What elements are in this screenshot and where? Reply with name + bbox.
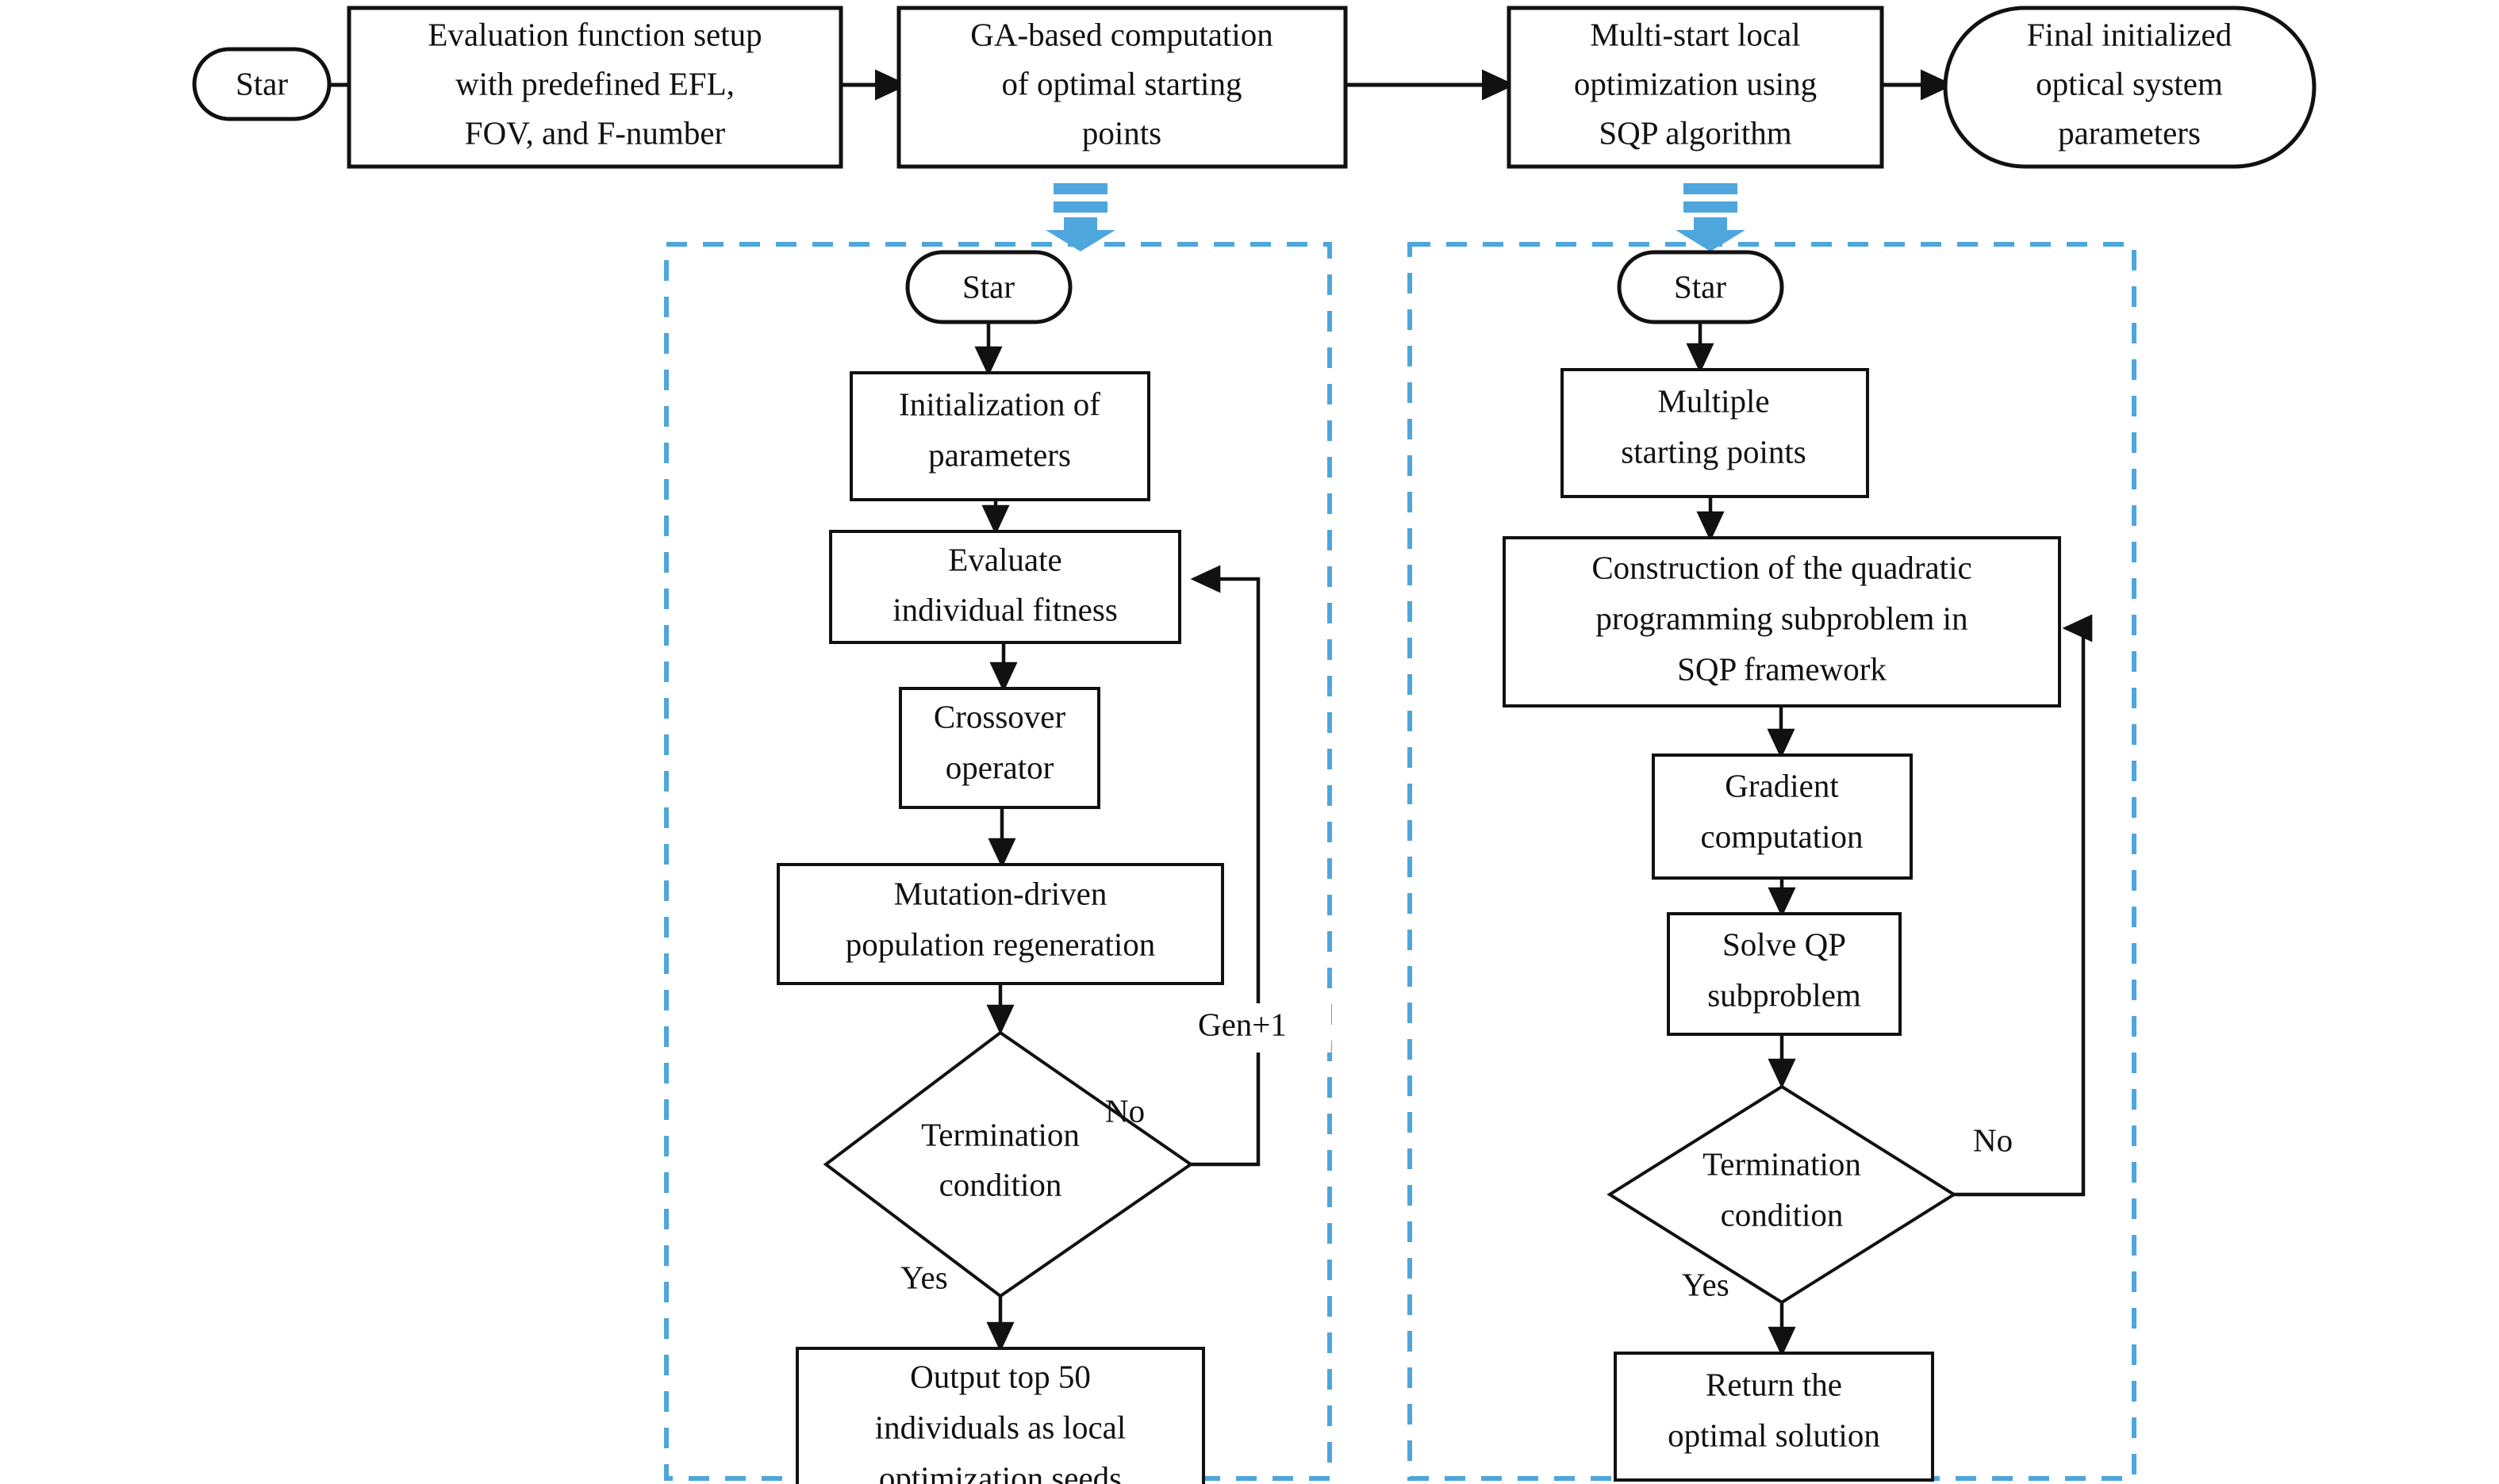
node-ga-termination-line1: Termination [921,1116,1080,1152]
node-sqp-gradient-shape [1652,754,1913,880]
edge-label-ga-loop-bg [1188,1003,1331,1053]
node-ga-comp-shape [896,6,1348,169]
node-sqp-start-label: Star [1674,268,1726,305]
node-sqp-multistart-shape [1560,368,1869,498]
node-ga-init-line1: Initialization of [899,385,1100,422]
node-ga-comp-line2: of optimal starting [1002,65,1242,102]
node-eval-fn-line3: FOV, and F-number [465,114,726,151]
node-sqp-gradient[interactable]: Gradient computation [1652,754,1913,880]
node-ga-comp-line1: GA-based computation [970,16,1273,52]
sqp-panel-boundary [1407,242,2136,1481]
node-ga-mutation-shape [777,863,1224,985]
node-sqp-termination-shape [1606,1084,1957,1305]
node-ga-evaluate-line2: individual fitness [892,591,1118,627]
node-final-line3: parameters [2058,114,2201,151]
edge-label-sqp-yes: Yes [1682,1266,1729,1302]
node-sqp-gradient-line1: Gradient [1725,767,1839,803]
node-ga-init-line2: parameters [928,436,1071,473]
node-sqp-construct-shape [1503,536,2061,707]
node-sqp-solve-line1: Solve QP [1722,926,1846,962]
node-sqp-multistart-line2: starting points [1621,433,1806,470]
node-ga-start-label: Star [962,268,1015,305]
node-ga-evaluate-shape [829,530,1181,644]
node-ga-init-shape [850,371,1150,501]
node-ga-mutation[interactable]: Mutation-driven population regeneration [777,863,1224,985]
node-ga-output-line3: optimization seeds [879,1459,1122,1484]
node-final[interactable]: Final initialized optical system paramet… [1943,6,2317,169]
node-sqp-return-shape [1614,1352,1934,1482]
node-eval-fn-shape [347,6,843,169]
node-final-line1: Final initialized [2027,16,2232,52]
node-ga-crossover-line2: operator [946,749,1054,785]
node-ga-output-line2: individuals as local [875,1409,1127,1445]
edge-label-ga-yes: Yes [900,1259,948,1295]
node-sqp-solve[interactable]: Solve QP subproblem [1667,912,1902,1036]
node-eval-fn-line2: with predefined EFL, [455,65,735,102]
node-multi-sqp-line3: SQP algorithm [1599,114,1791,151]
edge-sqp-no-loop [1954,614,2093,1197]
node-multi-sqp[interactable]: Multi-start local optimization using SQP… [1507,6,1884,169]
node-ga-evaluate-line1: Evaluate [948,541,1061,577]
node-ga-termination[interactable]: Termination condition [823,1030,1194,1298]
node-sqp-termination-line1: Termination [1702,1145,1861,1182]
node-multi-sqp-line2: optimization using [1574,65,1817,102]
node-sqp-return[interactable]: Return the optimal solution [1614,1352,1934,1482]
node-ga-init[interactable]: Initialization of parameters [850,371,1150,501]
node-ga-comp[interactable]: GA-based computation of optimal starting… [896,6,1348,169]
node-multi-sqp-line1: Multi-start local [1590,16,1800,52]
edge-label-ga-no: No [1105,1092,1145,1129]
node-sqp-start[interactable]: Star [1617,250,1784,324]
node-ga-start[interactable]: Star [905,250,1073,324]
node-ga-termination-line2: condition [939,1166,1062,1202]
expand-arrow-ga-icon [1046,183,1115,251]
node-ga-output-line1: Output top 50 [910,1358,1091,1394]
node-ga-termination-shape [823,1030,1194,1298]
node-ga-output-shape [796,1347,1205,1484]
node-sqp-termination-line2: condition [1721,1196,1844,1233]
node-sqp-termination[interactable]: Termination condition [1606,1084,1957,1305]
node-ga-output[interactable]: Output top 50 individuals as local optim… [796,1347,1205,1484]
node-ga-evaluate[interactable]: Evaluate individual fitness [829,530,1181,644]
node-sqp-solve-shape [1667,912,1902,1036]
node-sqp-multistart-line1: Multiple [1657,382,1769,419]
node-sqp-return-line2: optimal solution [1668,1417,1880,1453]
node-sqp-construct-line1: Construction of the quadratic [1591,549,1971,585]
node-start-label: Star [236,65,288,102]
node-sqp-construct-line2: programming subproblem in [1595,600,1967,636]
edge-label-sqp-no: No [1973,1122,2013,1158]
expand-arrow-sqp-icon [1676,183,1745,251]
node-sqp-construct-line3: SQP framework [1677,650,1887,687]
node-sqp-construct[interactable]: Construction of the quadratic programmin… [1503,536,2061,707]
node-ga-comp-line3: points [1082,114,1161,151]
node-final-shape [1943,6,2317,169]
node-sqp-gradient-line2: computation [1701,818,1864,854]
node-start-shape [192,47,332,121]
node-final-line2: optical system [2036,65,2223,102]
node-multi-sqp-shape [1507,6,1884,169]
edge-label-ga-loop: Gen+1 [1198,1006,1287,1042]
node-ga-crossover-shape [899,687,1100,809]
node-ga-crossover[interactable]: Crossover operator [899,687,1100,809]
node-eval-fn-line1: Evaluation function setup [428,16,762,52]
node-ga-mutation-line2: population regeneration [846,926,1156,962]
edge-ga-no-loop [1190,565,1261,1167]
node-ga-mutation-line1: Mutation-driven [894,875,1107,911]
node-sqp-solve-line2: subproblem [1707,976,1861,1013]
node-start[interactable]: Star [192,47,332,121]
node-eval-fn[interactable]: Evaluation function setup with predefine… [347,6,843,169]
node-sqp-return-line1: Return the [1706,1366,1842,1402]
node-ga-crossover-line1: Crossover [934,698,1066,734]
node-sqp-multistart[interactable]: Multiple starting points [1560,368,1869,498]
